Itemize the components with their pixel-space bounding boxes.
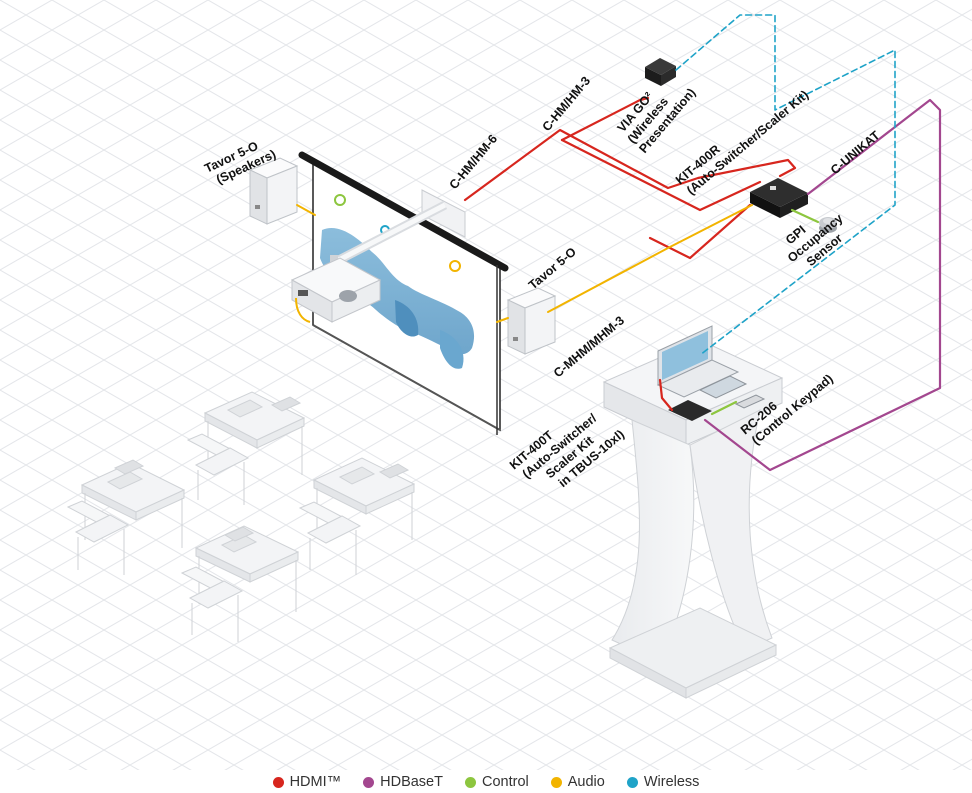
occupancy-sensor xyxy=(819,217,837,233)
via-go-device xyxy=(645,58,676,86)
chair xyxy=(66,500,130,575)
wireless-link-via-go xyxy=(675,14,896,356)
chair xyxy=(298,501,362,575)
legend-dot-hdmi xyxy=(272,776,284,788)
audio-cable-right xyxy=(547,204,753,313)
desk xyxy=(203,391,306,475)
legend-item-hdbaset: HDBaseT xyxy=(363,774,443,790)
kit-400t-device xyxy=(668,400,712,421)
desk xyxy=(194,525,300,612)
legend-label-hdbaset: HDBaseT xyxy=(380,774,443,790)
hdmi-cable-c-hm-hm-3 xyxy=(560,96,650,142)
audio-cable-left xyxy=(296,204,316,216)
chair xyxy=(180,566,244,642)
legend-item-control: Control xyxy=(464,774,529,790)
legend-dot-hdbaset xyxy=(363,776,375,788)
hdmi-cable-projector xyxy=(648,203,752,260)
legend-dot-audio xyxy=(550,776,562,788)
hdmi-cable-c-mhm-mhm-3 xyxy=(658,378,674,412)
hdmi-cable-c-hm-hm-6 xyxy=(463,128,797,202)
legend: HDMI™ HDBaseT Control Audio Wireless xyxy=(0,771,972,793)
legend-item-wireless: Wireless xyxy=(626,774,700,790)
speaker-right xyxy=(506,287,557,355)
legend-label-audio: Audio xyxy=(567,774,605,790)
legend-label-wireless: Wireless xyxy=(643,774,700,790)
classroom-desks xyxy=(66,391,416,642)
legend-item-hdmi: HDMI™ xyxy=(272,774,342,790)
laptop xyxy=(656,325,740,398)
cables xyxy=(296,14,942,472)
legend-label-hdmi: HDMI™ xyxy=(289,774,342,790)
speaker-left xyxy=(248,157,299,225)
chair xyxy=(186,433,250,505)
kit-400r-device xyxy=(750,178,808,218)
projector xyxy=(290,189,466,323)
hdbaset-cable-c-unikat xyxy=(703,98,942,472)
audio-cable-screen xyxy=(496,317,509,323)
legend-dot-control xyxy=(464,776,476,788)
projection-screen xyxy=(298,151,509,435)
legend-dot-wireless xyxy=(626,776,638,788)
rc-206-keypad-device xyxy=(698,375,766,409)
legend-item-audio: Audio xyxy=(550,774,605,790)
desk xyxy=(312,457,416,540)
hdmi-cable-kit xyxy=(560,138,762,212)
control-cable-gpi xyxy=(790,208,820,224)
legend-label-control: Control xyxy=(481,774,529,790)
control-cable-rc206 xyxy=(710,400,738,416)
